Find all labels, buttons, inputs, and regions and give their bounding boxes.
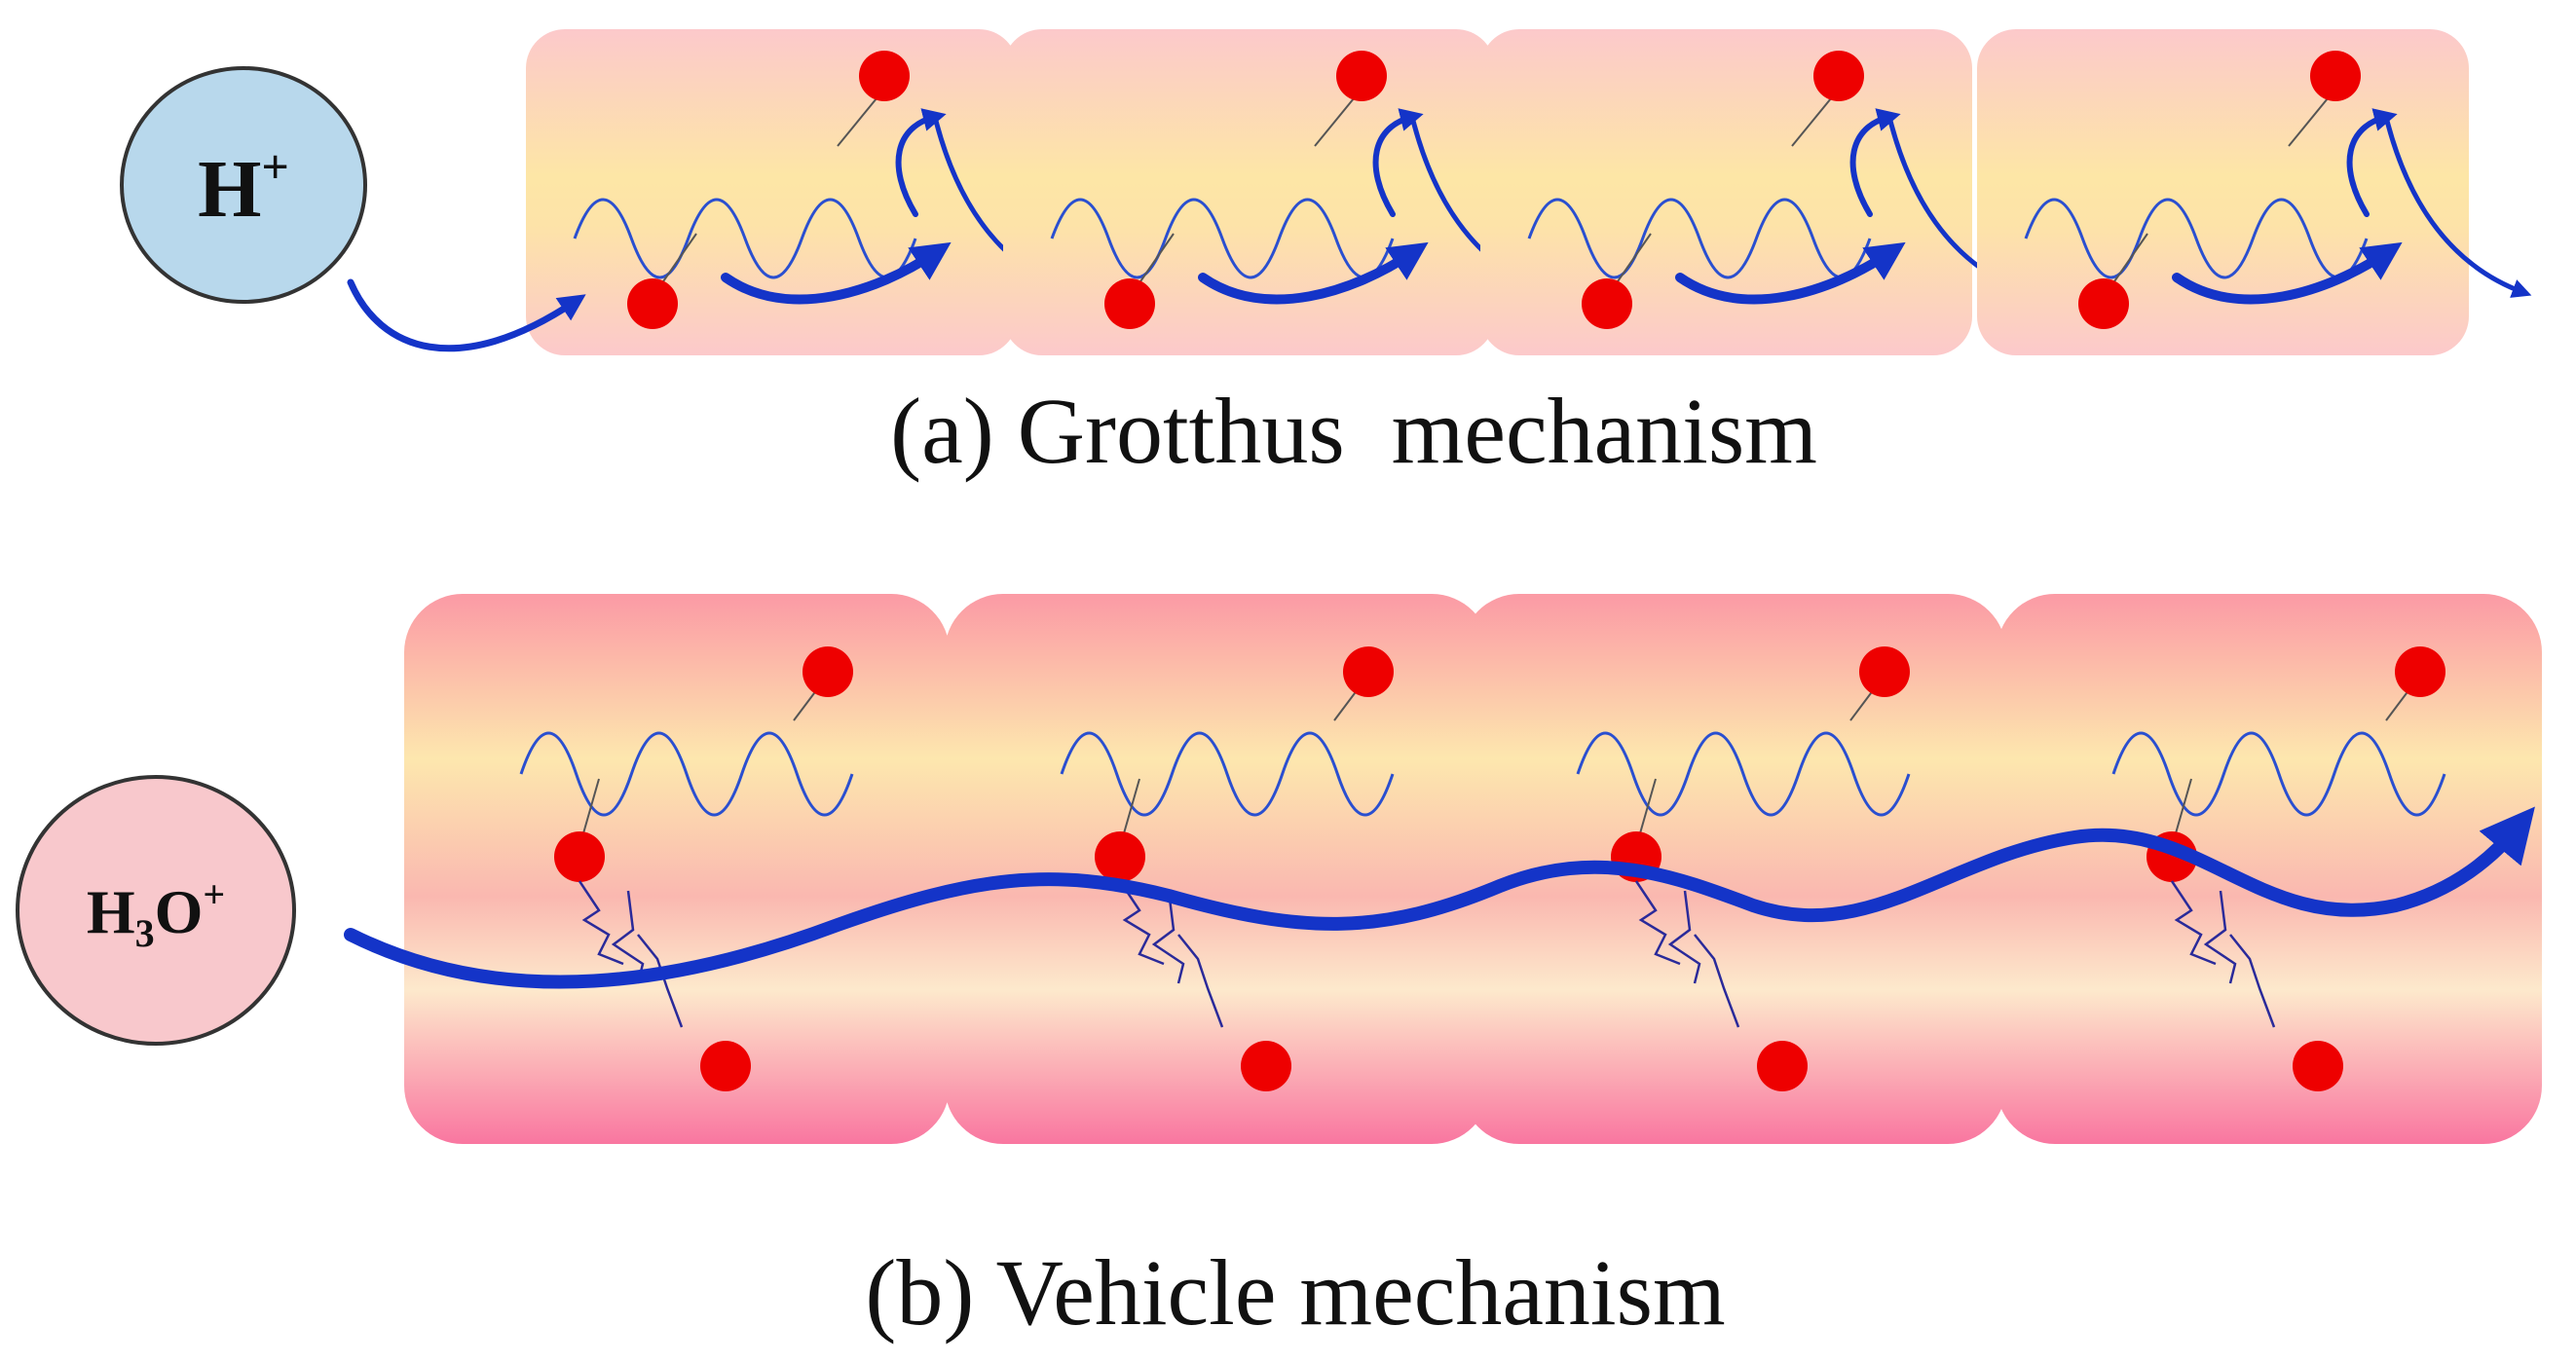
side-chain-b [2170,880,2237,984]
cell-b-body [404,594,950,1144]
ion-h3o-plus-circle [16,775,296,1046]
bond-upper-a [1791,92,1837,147]
oxygen-lower-b [700,1041,751,1091]
tail-chain-b [1177,934,1224,1028]
cells-b [404,594,2542,1144]
ion-h-plus: H+ [120,66,367,304]
polymer-chain-a [1527,198,1872,279]
polymer-chain-a [573,198,917,279]
oxygen-lower-a [627,278,678,329]
cell-b-body [1461,594,2006,1144]
rotate-arrow-a [1849,108,1901,217]
oxygen-lower-a [2078,278,2129,329]
oxygen-upper-b [2395,646,2445,697]
caption-b: (b) Vehicle mechanism [865,1240,1725,1345]
ion-h-plus-sup: + [261,139,289,194]
side-chain-b [1118,880,1185,984]
ion-h3o-main2: O [155,877,204,946]
cell-a-body [526,29,1018,355]
oxygen-upper-b [1859,646,1910,697]
ion-h3o-sup: + [203,872,225,916]
oxygen-lower-b [2293,1041,2343,1091]
polymer-chain-b [2111,731,2446,817]
bond-upper-a [1314,92,1360,147]
ion-h3o-plus: H3O+ [16,775,296,1046]
polymer-chain-a [1050,198,1395,279]
hop-arrow-a [2172,241,2403,305]
oxygen-upper-a [859,51,910,101]
cell-a-body [1977,29,2469,355]
side-chain-b [1634,880,1701,984]
oxygen-lower-b [1241,1041,1291,1091]
tail-chain-b [2229,934,2276,1028]
cell-b-1 [404,594,950,1144]
caption-a: (a) Grotthus mechanism [890,379,1817,483]
cell-b-4 [1997,594,2542,1144]
oxygen-lower-a [1104,278,1155,329]
cell-a-4 [1977,29,2532,355]
rotate-arrow-a [2346,108,2398,217]
oxygen-upper-a [2310,51,2361,101]
cells-a [526,29,2532,355]
svg-text:H3O+: H3O+ [87,872,225,955]
oxygen-lower-a [1582,278,1632,329]
cell-b-body [945,594,1490,1144]
polymer-chain-a [2024,198,2369,279]
ion-h3o-main: H [87,877,135,946]
panel-a: H+ (a) Grotthus mechanism [120,29,2532,483]
cell-a-body [1003,29,1495,355]
entry-arrow-a [347,278,586,352]
transfer-arrow-a [2383,114,2532,298]
cell-a-body [1480,29,1972,355]
svg-text:H+: H+ [198,139,289,235]
hop-arrow-a [1198,241,1429,305]
oxygen-lower-b [1757,1041,1808,1091]
rotate-arrow-a [1372,108,1424,217]
ion-h-plus-circle [120,66,367,304]
rotate-arrow-a [895,108,947,217]
ion-h3o-sub: 3 [135,911,155,955]
polymer-chain-b [1060,731,1395,817]
oxygen-upper-a [1813,51,1864,101]
oxygen-upper-b [1343,646,1394,697]
cell-a-2 [1003,29,1558,355]
oxygen-mid-b [1095,831,1145,882]
polymer-chain-b [1576,731,1911,817]
cell-a-1 [526,29,1081,355]
bond-upper-a [2288,92,2333,147]
oxygen-upper-b [803,646,853,697]
bond-upper-a [837,92,882,147]
hop-arrow-a [1675,241,1906,305]
hop-arrow-a [721,241,952,305]
cell-b-body [1997,594,2542,1144]
panel-b: (b) Vehicle mechanism H3O+ [16,594,2542,1345]
cell-b-2 [945,594,1490,1144]
vehicle-arrow [344,806,2535,989]
oxygen-mid-b [554,831,605,882]
cell-a-3 [1480,29,2035,355]
oxygen-upper-a [1336,51,1387,101]
tail-chain-b [1694,934,1740,1028]
ion-h-plus-main: H [198,144,261,235]
cell-b-3 [1461,594,2006,1144]
polymer-chain-b [519,731,854,817]
